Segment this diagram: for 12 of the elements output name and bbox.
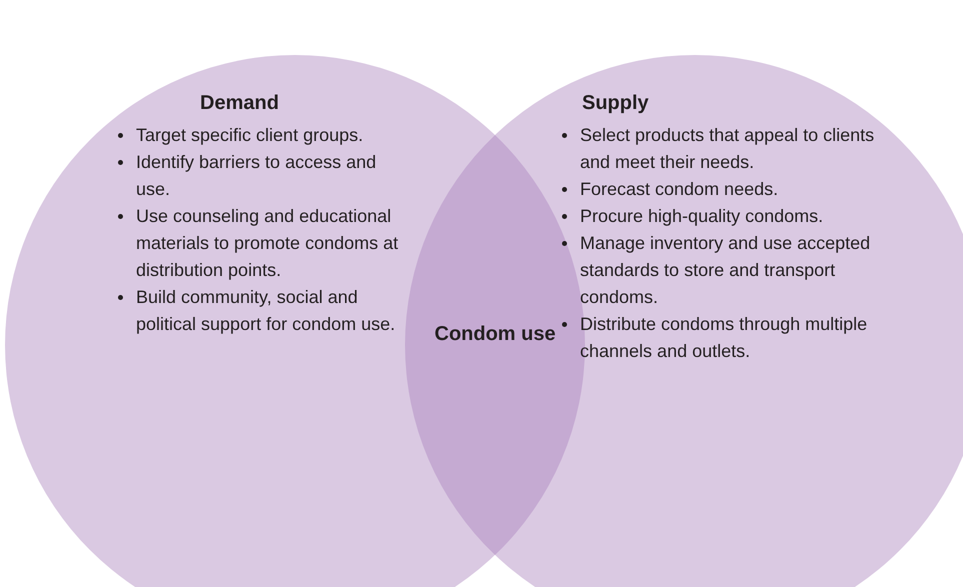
circle-heading: Demand xyxy=(200,92,279,115)
bullet-text: Manage inventory and use accepted standards to store and transport condoms. xyxy=(580,232,872,309)
bullet-text: Build community, social and political support for condom use. xyxy=(136,286,396,336)
bullet-text: Procure high-quality condoms. xyxy=(580,205,824,228)
bullet-text: Target specific client groups. xyxy=(136,124,364,147)
overlap-label: Condom use xyxy=(434,323,556,346)
bullet-text: Distribute condoms through multiple channels and outlets. xyxy=(580,313,868,363)
bullet-text: Forecast condom needs. xyxy=(580,178,778,201)
bullet-text: Use counseling and educational materials to promote condoms at distribution points. xyxy=(136,205,400,282)
circle-heading: Supply xyxy=(582,92,649,115)
bullet-text: Select products that appeal to clients and meet their needs. xyxy=(580,124,876,174)
bullet-text: Identify barriers to access and use. xyxy=(136,151,378,201)
